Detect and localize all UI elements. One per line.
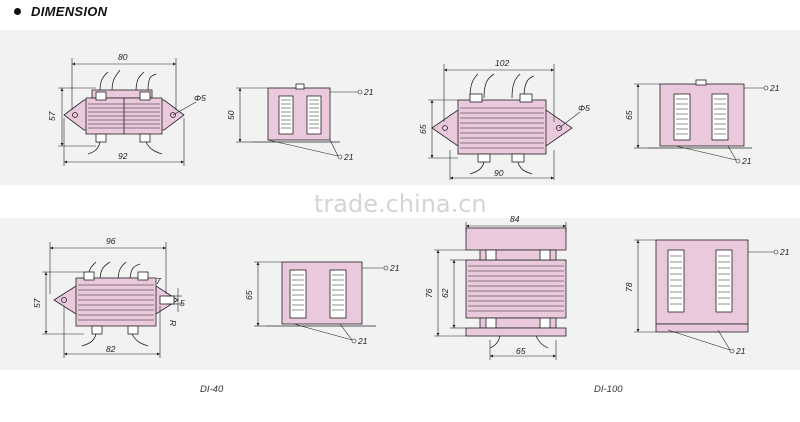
dim-base: 92	[118, 151, 128, 161]
dim-base: 90	[494, 168, 504, 178]
dim-core-height: 62	[440, 288, 450, 298]
watermark-text: trade.china.cn	[314, 190, 487, 218]
drawing-4-side-view	[655, 239, 749, 333]
dim-hole: Φ5	[194, 93, 206, 103]
caption-right: DI-100	[594, 384, 623, 395]
dim-height: 76	[424, 288, 434, 298]
dim-tab-bottom: 21	[741, 156, 752, 166]
dim-base: 65	[516, 346, 526, 356]
dim-tab-top: 21	[363, 87, 374, 97]
dim-width: 96	[106, 236, 116, 246]
drawing-1-front-dimensions	[58, 58, 197, 166]
drawing-4-front-view	[465, 227, 567, 349]
section-header: DIMENSION	[14, 4, 107, 19]
dim-tab-top: 21	[389, 263, 400, 273]
dim-height: 65	[624, 110, 634, 120]
dim-height: 57	[47, 111, 57, 121]
dim-tab-bottom: 21	[735, 346, 746, 356]
dim-width: 84	[510, 214, 520, 224]
dim-tab-top: 21	[769, 83, 780, 93]
drawing-2-side-dimensions	[634, 83, 769, 164]
dim-base: 82	[106, 344, 116, 354]
drawing-1-side-dimensions	[236, 87, 363, 160]
dim-height: 78	[624, 282, 634, 292]
drawing-4-side-dimensions	[634, 239, 779, 354]
dim-height: 65	[244, 290, 254, 300]
dim-tab-top: 21	[779, 247, 790, 257]
drawing-3-side-dimensions	[254, 261, 389, 344]
dim-tab-bottom: 21	[343, 152, 354, 162]
dim-slot: 7	[156, 276, 161, 286]
dim-tab-bottom: 21	[357, 336, 368, 346]
caption-left: DI-40	[200, 384, 224, 395]
bullet-icon	[14, 8, 21, 15]
dim-height: 57	[32, 298, 42, 308]
dim-height: 65	[418, 124, 428, 134]
dim-width: 102	[495, 58, 509, 68]
drawing-3-front-dimensions	[42, 242, 182, 358]
drawing-1-side-view	[252, 83, 340, 143]
dim-slot-r: 5	[180, 298, 185, 308]
dim-slot-mark: R	[168, 320, 178, 326]
dim-hole: Φ5	[578, 103, 590, 113]
drawing-4-front-dimensions	[434, 222, 567, 360]
drawing-3-side-view	[266, 261, 376, 327]
dim-height: 50	[226, 110, 236, 120]
drawing-2-front-dimensions	[428, 64, 581, 180]
dim-width: 80	[118, 52, 128, 62]
drawing-2-side-view	[648, 79, 752, 149]
drawing-2-front-view	[431, 73, 573, 175]
section-title: DIMENSION	[31, 4, 108, 19]
drawing-3-front-view	[53, 261, 179, 347]
drawing-1-front-view	[63, 69, 185, 155]
